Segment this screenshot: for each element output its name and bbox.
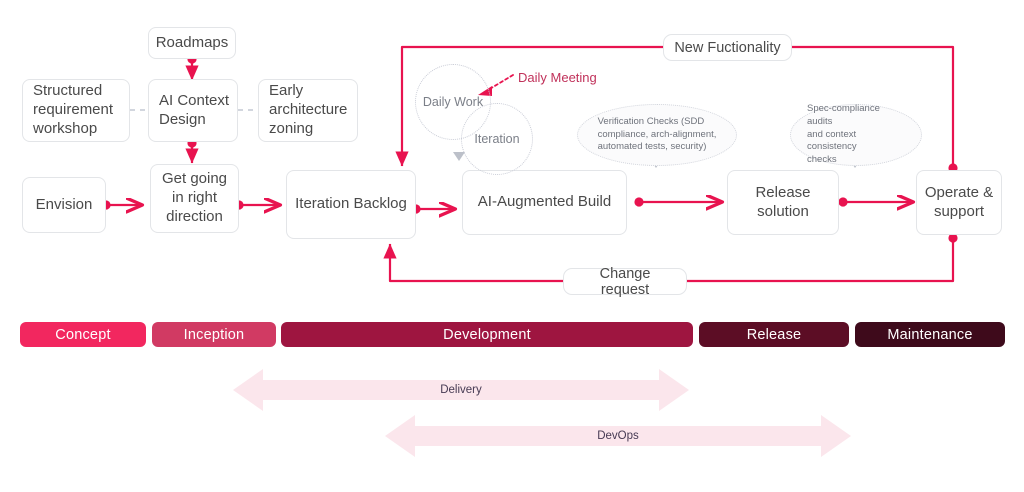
arrow-backlog-to-build — [411, 204, 455, 213]
node-operate-and-support-label: Operate & support — [924, 183, 994, 220]
span-label-devops: DevOps — [597, 430, 639, 442]
callout-spec-line-1: Spec-compliance audits — [807, 102, 880, 127]
node-iteration-backlog[interactable]: Iteration Backlog — [286, 170, 416, 239]
arrow-context-to-getgoing — [185, 138, 199, 164]
phase-release-label: Release — [746, 326, 802, 343]
daily-work-to-iteration-arrowhead — [453, 152, 465, 161]
phase-concept[interactable]: Concept — [20, 322, 146, 347]
callout-spec-line-3: checks — [807, 154, 837, 166]
node-ai-context-design-label: AI Context Design — [159, 91, 230, 128]
callout-verification-line-3: automated tests, security) — [597, 141, 707, 153]
arrow-build-to-release — [634, 197, 722, 206]
pill-change-request[interactable]: Change request — [563, 265, 687, 298]
phase-development[interactable]: Development — [281, 322, 693, 347]
annotation-daily-meeting: Daily Meeting — [518, 70, 597, 85]
arrow-envision-to-getgoing — [101, 200, 142, 209]
node-iteration-backlog-label: Iteration Backlog — [295, 195, 407, 213]
phase-inception-label: Inception — [183, 326, 245, 343]
phase-maintenance[interactable]: Maintenance — [855, 322, 1005, 347]
node-release-solution[interactable]: Release solution — [727, 170, 839, 235]
circle-iteration-label: Iteration — [474, 131, 520, 146]
node-ai-augmented-build[interactable]: AI-Augmented Build — [462, 170, 627, 235]
callout-verification-line-2: compliance, arch-alignment, — [597, 128, 717, 140]
node-early-architecture-zoning[interactable]: Early architecture zoning — [258, 79, 358, 142]
node-envision-label: Envision — [35, 195, 93, 213]
callout-verification-checks-text: Verification Checks (SDD compliance, arc… — [598, 116, 717, 154]
annotation-daily-meeting-label: Daily Meeting — [518, 70, 597, 85]
node-roadmaps[interactable]: Roadmaps — [148, 27, 236, 59]
phase-development-label: Development — [443, 326, 531, 343]
node-get-going-label: Get going in right direction — [161, 170, 228, 225]
phase-release[interactable]: Release — [699, 322, 849, 347]
callout-spec-compliance-text: Spec-compliance audits and context consi… — [807, 103, 905, 167]
arrow-getgoing-to-backlog — [234, 200, 280, 209]
node-structured-requirement-workshop-label: Structured requirement workshop — [33, 82, 114, 137]
pill-new-functionality[interactable]: New Fuctionality — [663, 34, 792, 61]
node-operate-and-support[interactable]: Operate & support — [916, 170, 1002, 235]
phase-inception[interactable]: Inception — [152, 322, 276, 347]
callout-verification-checks: Verification Checks (SDD compliance, arc… — [577, 104, 737, 166]
loop-change-request — [383, 233, 958, 283]
devops-span-arrow — [385, 415, 851, 457]
phase-concept-label: Concept — [55, 326, 111, 343]
callout-spec-compliance: Spec-compliance audits and context consi… — [790, 103, 922, 167]
node-ai-context-design[interactable]: AI Context Design — [148, 79, 238, 142]
span-label-delivery: Delivery — [440, 384, 482, 396]
callout-verification-line-1: Verification Checks (SDD — [597, 115, 705, 127]
node-get-going-in-right-direction[interactable]: Get going in right direction — [150, 164, 239, 233]
node-release-solution-label: Release solution — [755, 183, 811, 220]
node-ai-augmented-build-label: AI-Augmented Build — [477, 193, 612, 211]
pill-change-request-label: Change request — [599, 265, 651, 298]
circle-daily-work-label: Daily Work — [422, 94, 484, 109]
node-structured-requirement-workshop[interactable]: Structured requirement workshop — [22, 79, 130, 142]
node-envision[interactable]: Envision — [22, 177, 106, 233]
circle-iteration: Iteration — [461, 103, 533, 175]
delivery-span-arrow — [233, 369, 689, 411]
circle-daily-work: Daily Work — [415, 64, 491, 140]
arrow-release-to-operate — [838, 197, 913, 206]
node-early-architecture-zoning-label: Early architecture zoning — [269, 82, 348, 137]
phase-maintenance-label: Maintenance — [887, 326, 973, 343]
pill-new-functionality-label: New Fuctionality — [674, 39, 781, 56]
node-roadmaps-label: Roadmaps — [155, 33, 229, 51]
callout-spec-line-2: and context consistency — [807, 128, 857, 153]
